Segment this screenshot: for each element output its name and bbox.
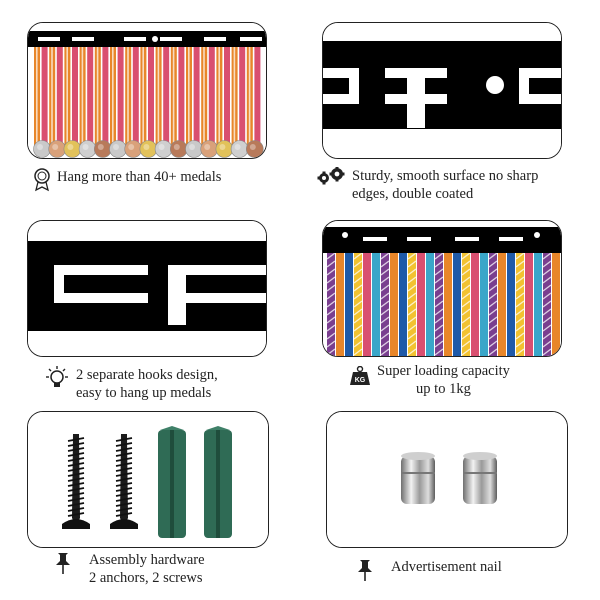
rack-closeup-photo xyxy=(322,22,562,159)
ribbon xyxy=(87,31,94,149)
screws-anchors-photo xyxy=(27,411,269,548)
ribbon xyxy=(193,31,200,149)
ribbon xyxy=(408,241,416,356)
ribbon xyxy=(148,31,154,149)
ribbon xyxy=(354,241,362,356)
lightbulb-icon xyxy=(44,366,70,395)
feature-text: Sturdy, smooth surface no sharp edges, d… xyxy=(352,168,539,202)
ribbon xyxy=(543,241,551,356)
ribbon xyxy=(163,31,170,149)
pin-icon xyxy=(355,558,375,587)
ribbon xyxy=(489,241,497,356)
feature-text: Super loading capacity up to 1kg xyxy=(377,363,510,397)
advertisement-nails-photo xyxy=(326,411,568,548)
feature-text: Advertisement nail xyxy=(391,559,502,575)
ribbon xyxy=(363,241,371,356)
ribbon xyxy=(462,241,470,356)
weight-icon: KG xyxy=(349,365,371,391)
ribbon xyxy=(390,241,398,356)
feature-caption-medals: Hang more than 40+ medals xyxy=(33,168,221,197)
ribbon xyxy=(453,241,461,356)
ribbon xyxy=(372,241,380,356)
feature-caption-hooks: 2 separate hooks design, easy to hang up… xyxy=(44,366,218,402)
ribbon xyxy=(444,241,452,356)
gears-icon xyxy=(316,166,346,190)
ribbon xyxy=(102,31,109,149)
ribbon xyxy=(516,241,524,356)
feature-text: 2 separate hooks design, easy to hang up… xyxy=(76,367,218,401)
rack-with-ribbons-photo xyxy=(322,220,562,357)
ribbon xyxy=(56,31,63,149)
ribbon xyxy=(72,31,78,149)
medal xyxy=(246,140,264,158)
feature-text: Assembly hardware 2 anchors, 2 screws xyxy=(89,552,205,586)
ribbon xyxy=(480,241,488,356)
ribbon xyxy=(208,31,215,149)
ribbon xyxy=(327,241,335,356)
ribbon xyxy=(435,241,443,356)
ribbon xyxy=(254,31,261,149)
feature-caption-surface: Sturdy, smooth surface no sharp edges, d… xyxy=(316,166,539,203)
medal-icon xyxy=(33,168,51,197)
pin-icon xyxy=(53,551,73,580)
hooks-closeup-photo xyxy=(27,220,267,357)
ribbon xyxy=(525,241,533,356)
ribbon xyxy=(498,241,506,356)
ribbon xyxy=(426,241,434,356)
ribbon xyxy=(399,241,407,356)
ribbon xyxy=(178,31,185,149)
ribbon xyxy=(132,31,139,149)
ribbon xyxy=(345,241,353,356)
ribbon xyxy=(239,31,246,149)
ribbon xyxy=(471,241,479,356)
ribbon xyxy=(417,241,425,356)
rack-with-medals-photo xyxy=(27,22,267,159)
ribbon xyxy=(117,31,124,149)
ribbon xyxy=(224,31,230,149)
feature-caption-nail: Advertisement nail xyxy=(355,558,502,587)
feature-caption-hardware: Assembly hardware 2 anchors, 2 screws xyxy=(53,551,205,587)
ribbon xyxy=(552,241,560,356)
ribbon xyxy=(336,241,344,356)
ribbon xyxy=(534,241,542,356)
weight-label: KG xyxy=(355,377,366,384)
ribbon xyxy=(41,31,48,149)
feature-text: Hang more than 40+ medals xyxy=(57,169,222,185)
ribbon xyxy=(507,241,515,356)
ribbon xyxy=(381,241,389,356)
feature-caption-capacity: KG Super loading capacity up to 1kg xyxy=(349,362,510,398)
